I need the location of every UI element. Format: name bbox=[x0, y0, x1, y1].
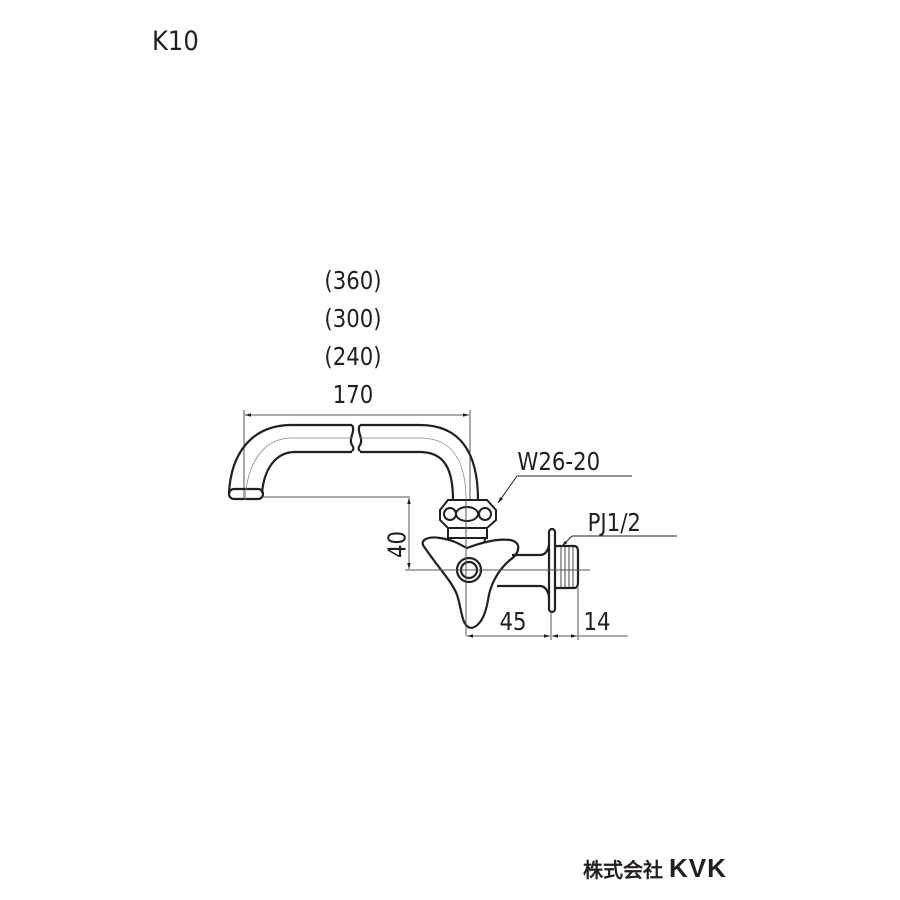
spout-length-option-300: (300) bbox=[324, 304, 382, 333]
spout-pipe bbox=[227, 423, 480, 501]
height-dimension-line bbox=[262, 496, 411, 569]
spout-length-option-240: (240) bbox=[324, 342, 382, 371]
spout-length-option-360: (360) bbox=[324, 266, 382, 295]
model-number: K10 bbox=[152, 26, 199, 57]
handle bbox=[421, 536, 520, 630]
spout-length-dimension: 170 bbox=[332, 380, 374, 409]
nut-callout-label: W26-20 bbox=[517, 447, 601, 476]
horizontal-dimension-lines bbox=[467, 588, 628, 640]
manufacturer-footer: 株式会社 KVK bbox=[583, 853, 727, 884]
thread-callout-label: PJ1/2 bbox=[587, 508, 641, 537]
body-depth-dimension: 45 bbox=[499, 607, 527, 636]
body-pipe bbox=[497, 527, 580, 614]
thread-length-dimension: 14 bbox=[583, 607, 611, 636]
brand-logo: KVK bbox=[669, 853, 727, 883]
company-label: 株式会社 bbox=[583, 858, 663, 882]
